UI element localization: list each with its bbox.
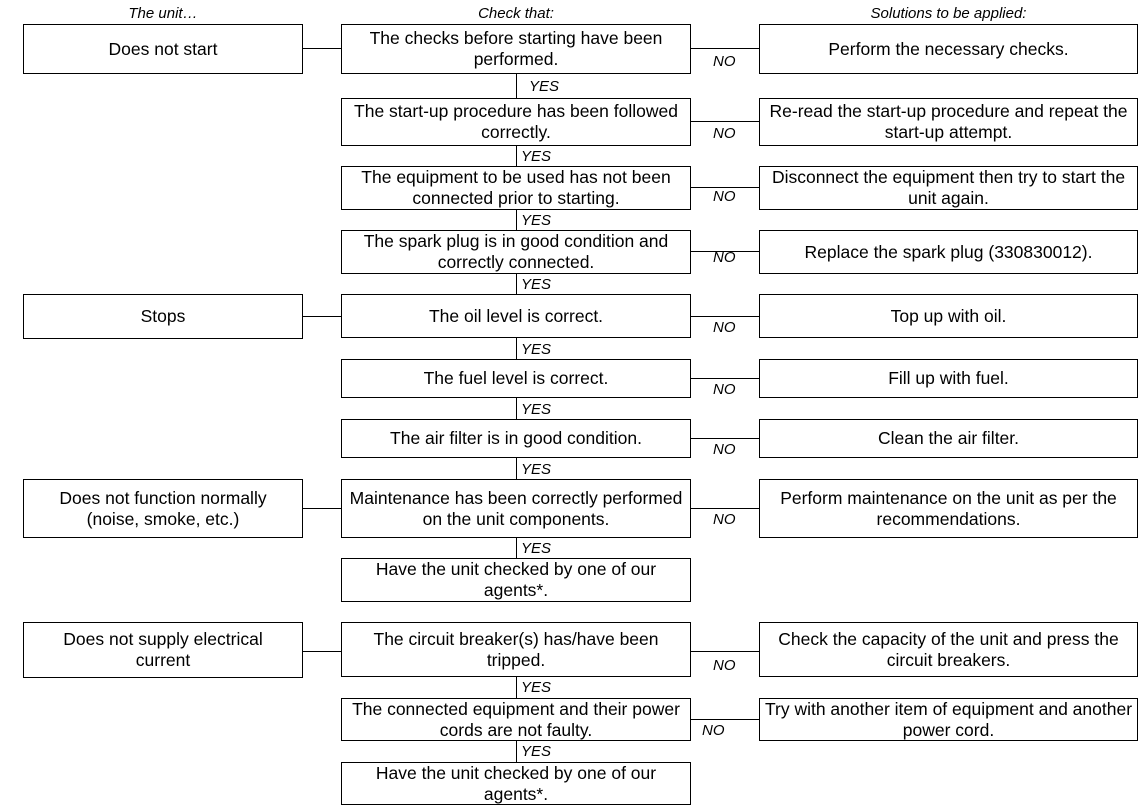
yes-label: YES [521, 679, 552, 696]
connector-line [691, 438, 759, 439]
connector-line [516, 741, 517, 762]
yes-label: YES [521, 341, 552, 358]
check-box: The checks before starting have been per… [341, 24, 691, 74]
connector-line [303, 48, 341, 49]
connector-line [691, 508, 759, 509]
solution-box: Top up with oil. [759, 294, 1138, 338]
check-box: The equipment to be used has not been co… [341, 166, 691, 210]
yes-label: YES [521, 743, 552, 760]
symptom-box: Does not start [23, 24, 303, 74]
check-box: The fuel level is correct. [341, 359, 691, 398]
solution-box: Clean the air filter. [759, 419, 1138, 458]
no-label: NO [713, 381, 736, 398]
connector-line [691, 187, 759, 188]
connector-line [516, 210, 517, 230]
connector-line [691, 251, 759, 252]
connector-line [691, 651, 759, 652]
connector-line [516, 74, 517, 98]
yes-label: YES [521, 276, 552, 293]
header-solutions: Solutions to be applied: [870, 5, 1027, 22]
connector-line [691, 378, 759, 379]
yes-label: YES [529, 78, 560, 95]
header-check: Check that: [478, 5, 554, 22]
solution-box: Perform the necessary checks. [759, 24, 1138, 74]
connector-line [516, 538, 517, 558]
check-box: The connected equipment and their power … [341, 698, 691, 741]
solution-box: Check the capacity of the unit and press… [759, 622, 1138, 677]
solution-box: Disconnect the equipment then try to sta… [759, 166, 1138, 210]
connector-line [516, 458, 517, 479]
solution-box: Perform maintenance on the unit as per t… [759, 479, 1138, 538]
check-box: Have the unit checked by one of our agen… [341, 558, 691, 602]
connector-line [303, 508, 341, 509]
solution-box: Fill up with fuel. [759, 359, 1138, 398]
check-box: The circuit breaker(s) has/have been tri… [341, 622, 691, 677]
connector-line [691, 719, 759, 720]
solution-box: Re-read the start-up procedure and repea… [759, 98, 1138, 146]
connector-line [303, 316, 341, 317]
no-label: NO [713, 511, 736, 528]
connector-line [516, 338, 517, 359]
symptom-box: Does not supply electrical current [23, 622, 303, 678]
check-box: The start-up procedure has been followed… [341, 98, 691, 146]
yes-label: YES [521, 461, 552, 478]
solution-box: Replace the spark plug (330830012). [759, 230, 1138, 274]
symptom-box: Does not function normally (noise, smoke… [23, 479, 303, 538]
no-label: NO [713, 657, 736, 674]
connector-line [691, 121, 759, 122]
no-label: NO [702, 722, 725, 739]
symptom-box: Stops [23, 294, 303, 339]
no-label: NO [713, 249, 736, 266]
yes-label: YES [521, 148, 552, 165]
no-label: NO [713, 319, 736, 336]
check-box: The oil level is correct. [341, 294, 691, 338]
header-unit: The unit… [128, 5, 198, 22]
connector-line [516, 146, 517, 166]
yes-label: YES [521, 540, 552, 557]
connector-line [516, 274, 517, 294]
connector-line [303, 651, 341, 652]
check-box: Have the unit checked by one of our agen… [341, 762, 691, 805]
check-box: The air filter is in good condition. [341, 419, 691, 458]
connector-line [516, 677, 517, 698]
no-label: NO [713, 53, 736, 70]
no-label: NO [713, 441, 736, 458]
no-label: NO [713, 125, 736, 142]
connector-line [691, 316, 759, 317]
check-box: The spark plug is in good condition and … [341, 230, 691, 274]
check-box: Maintenance has been correctly performed… [341, 479, 691, 538]
yes-label: YES [521, 212, 552, 229]
solution-box: Try with another item of equipment and a… [759, 698, 1138, 741]
connector-line [691, 48, 759, 49]
connector-line [516, 398, 517, 419]
yes-label: YES [521, 401, 552, 418]
no-label: NO [713, 188, 736, 205]
